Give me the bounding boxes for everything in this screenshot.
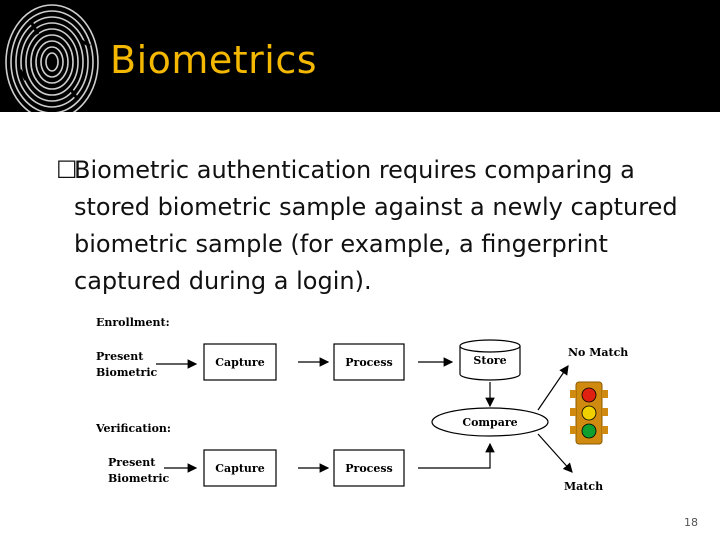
no-match-label: No Match: [568, 346, 628, 359]
store-label: Store: [473, 354, 506, 367]
store-database-icon: [459, 339, 521, 381]
verify-input-line1: Present: [108, 456, 156, 469]
verification-label: Verification:: [95, 422, 171, 435]
bullet-text: Biometric authentication requires compar…: [74, 156, 678, 295]
enroll-capture-label: Capture: [215, 356, 264, 369]
enrollment-label: Enrollment:: [96, 316, 170, 329]
verify-process-label: Process: [345, 462, 393, 475]
biometric-flow-diagram: Enrollment: Present Biometric Capture Pr…: [95, 316, 628, 493]
enroll-input-line1: Present: [96, 350, 144, 363]
compare-label: Compare: [462, 416, 517, 429]
enroll-input-line2: Biometric: [96, 366, 158, 379]
enroll-process-label: Process: [345, 356, 393, 369]
match-label: Match: [564, 480, 603, 493]
page-title: Biometrics: [110, 38, 318, 82]
enroll-capture-box: [203, 343, 277, 381]
verify-process-box: [333, 449, 405, 487]
traffic-light-icon: [570, 381, 608, 445]
verify-capture-label: Capture: [215, 462, 264, 475]
verify-capture-box: [203, 449, 277, 487]
fingerprint-icon: [0, 0, 112, 112]
header-bar: Biometrics: [0, 0, 720, 112]
bullet-mark: ☐: [56, 156, 78, 184]
bullet-point: ☐ Biometric authentication requires comp…: [56, 152, 714, 300]
enroll-process-box: [333, 343, 405, 381]
page-number: 18: [684, 516, 698, 529]
verify-input-line2: Biometric: [108, 472, 170, 485]
compare-ellipse: [431, 407, 549, 437]
